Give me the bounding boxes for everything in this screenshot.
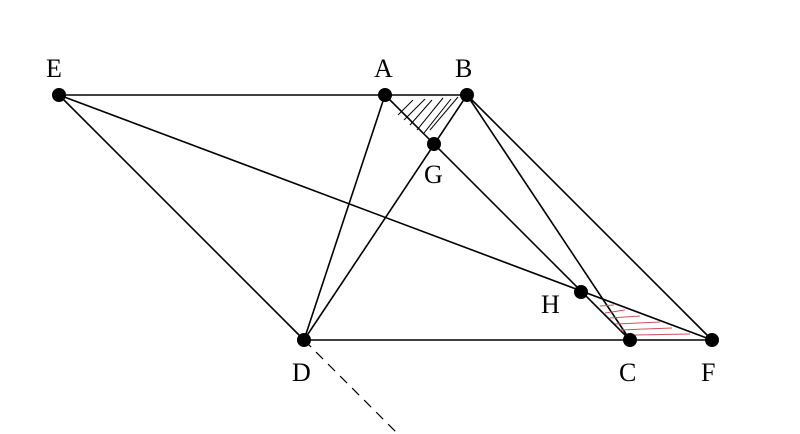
- point-A: [378, 88, 392, 102]
- label-B: B: [455, 54, 473, 83]
- point-B: [460, 88, 474, 102]
- label-C: C: [619, 358, 637, 387]
- segment-ED: [58, 94, 305, 341]
- point-C: [623, 333, 637, 347]
- label-E: E: [46, 54, 62, 83]
- label-H: H: [541, 290, 560, 319]
- segment-AC: [384, 94, 631, 341]
- hatch-triangle-HCF: [599, 304, 691, 336]
- label-G: G: [424, 160, 443, 189]
- point-F: [705, 333, 719, 347]
- hatch-triangle-ABG: [397, 96, 459, 134]
- label-A: A: [374, 54, 393, 83]
- segment-AD: [303, 94, 386, 341]
- point-G: [427, 137, 441, 151]
- dashed-extension: [303, 339, 397, 433]
- segment-BD: [303, 94, 468, 341]
- point-H: [574, 285, 588, 299]
- segment-BF: [466, 94, 713, 341]
- point-D: [297, 333, 311, 347]
- segment-BC: [466, 94, 631, 341]
- point-E: [52, 88, 66, 102]
- label-F: F: [701, 358, 716, 387]
- label-D: D: [292, 358, 311, 387]
